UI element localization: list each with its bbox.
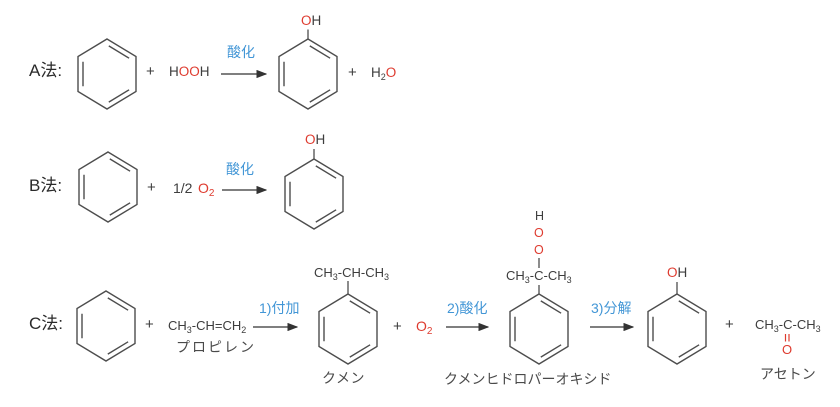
hydroperoxide-o-atom-1: O (534, 226, 544, 240)
plus-sign: + (348, 64, 357, 81)
plus-sign: + (145, 316, 154, 333)
oxidation-arrow-label-b: 酸化 (226, 161, 254, 177)
formula-part: -C-CH (529, 268, 567, 283)
h-atom: H (315, 132, 326, 147)
method-b-label: B法: (29, 176, 63, 195)
oxidation-arrow-label-a: 酸化 (227, 44, 255, 60)
h-atom: H (169, 64, 179, 79)
o-atom: O (305, 132, 316, 147)
subscript: 3 (332, 271, 338, 282)
acetone-o-atom: O (782, 342, 793, 357)
step2-oxidation-label: 2)酸化 (447, 300, 488, 316)
benzene-ring-c (76, 290, 136, 362)
benzene-ring-b (78, 151, 138, 223)
subscript: 2 (241, 324, 247, 335)
cumene-substituent-formula: CH3-CH-CH3 (314, 265, 390, 282)
propylene-formula: CH3-CH=CH2 (168, 318, 247, 335)
phenol-oh-group-b: OH (305, 132, 326, 148)
phenol-oh-group-c: OH (667, 265, 688, 281)
method-c-label: C法: (29, 314, 63, 333)
cumene-ring (318, 293, 378, 365)
o-atom: O (667, 265, 678, 280)
hydroperoxide-ring (509, 293, 569, 365)
subscript: 3 (815, 323, 821, 334)
step3-decomposition-label: 3)分解 (591, 300, 632, 316)
plus-sign: + (147, 179, 156, 196)
oxygen-formula-c: O2 (416, 318, 433, 337)
acetone-name-label: アセトン (760, 366, 816, 382)
propylene-name-label: プロピレン (176, 339, 256, 355)
o-atom: O (385, 65, 397, 80)
half-coefficient: 1/2 (173, 180, 193, 196)
oxygen-formula-b: O2 (198, 180, 215, 199)
o-atom: O (198, 180, 209, 196)
subscript: 3 (384, 271, 390, 282)
subscript: 3 (773, 323, 779, 334)
plus-sign: + (725, 316, 734, 333)
formula-part: CH (755, 317, 774, 332)
phenol-ring-a (278, 38, 338, 110)
formula-part: -CH-CH (337, 265, 385, 280)
formula-part: -CH=CH (191, 318, 242, 333)
subscript: 2 (426, 326, 433, 337)
plus-sign: + (393, 318, 402, 335)
h-atom: H (677, 265, 688, 280)
method-a-label: A法: (29, 61, 63, 80)
o-atom: O (301, 13, 312, 28)
formula-part: CH (314, 265, 333, 280)
hydroperoxide-carbon-formula: CH3-C-CH3 (506, 268, 572, 285)
formula-part: CH (506, 268, 525, 283)
h-atom: H (199, 64, 210, 79)
phenol-oh-group-a: OH (301, 13, 322, 29)
plus-sign: + (146, 63, 155, 80)
subscript: 3 (524, 274, 530, 285)
hydroperoxide-name-label: クメンヒドロパーオキシド (444, 371, 612, 387)
h-atom: H (311, 13, 322, 28)
formula-part: CH (168, 318, 187, 333)
benzene-ring-a (77, 38, 137, 110)
cumene-name-label: クメン (322, 370, 365, 386)
subscript: 3 (186, 324, 192, 335)
hydroperoxide-o-atom-2: O (534, 243, 544, 257)
o-atom: O (416, 318, 427, 334)
acetone-formula: CH3-C-CH3 (755, 317, 821, 334)
step1-addition-label: 1)付加 (259, 300, 300, 316)
phenol-ring-b (284, 158, 344, 230)
phenol-ring-c (647, 293, 707, 365)
h-atom: H (371, 65, 381, 80)
subscript: 2 (380, 71, 386, 82)
hydrogen-peroxide-formula: HOOH (169, 64, 210, 80)
subscript: 3 (566, 274, 572, 285)
oo-atoms: OO (178, 64, 200, 79)
formula-part: -C-CH (778, 317, 816, 332)
water-formula: H2O (371, 65, 397, 82)
subscript: 2 (208, 188, 215, 199)
hydroperoxide-h-atom: H (535, 209, 545, 223)
